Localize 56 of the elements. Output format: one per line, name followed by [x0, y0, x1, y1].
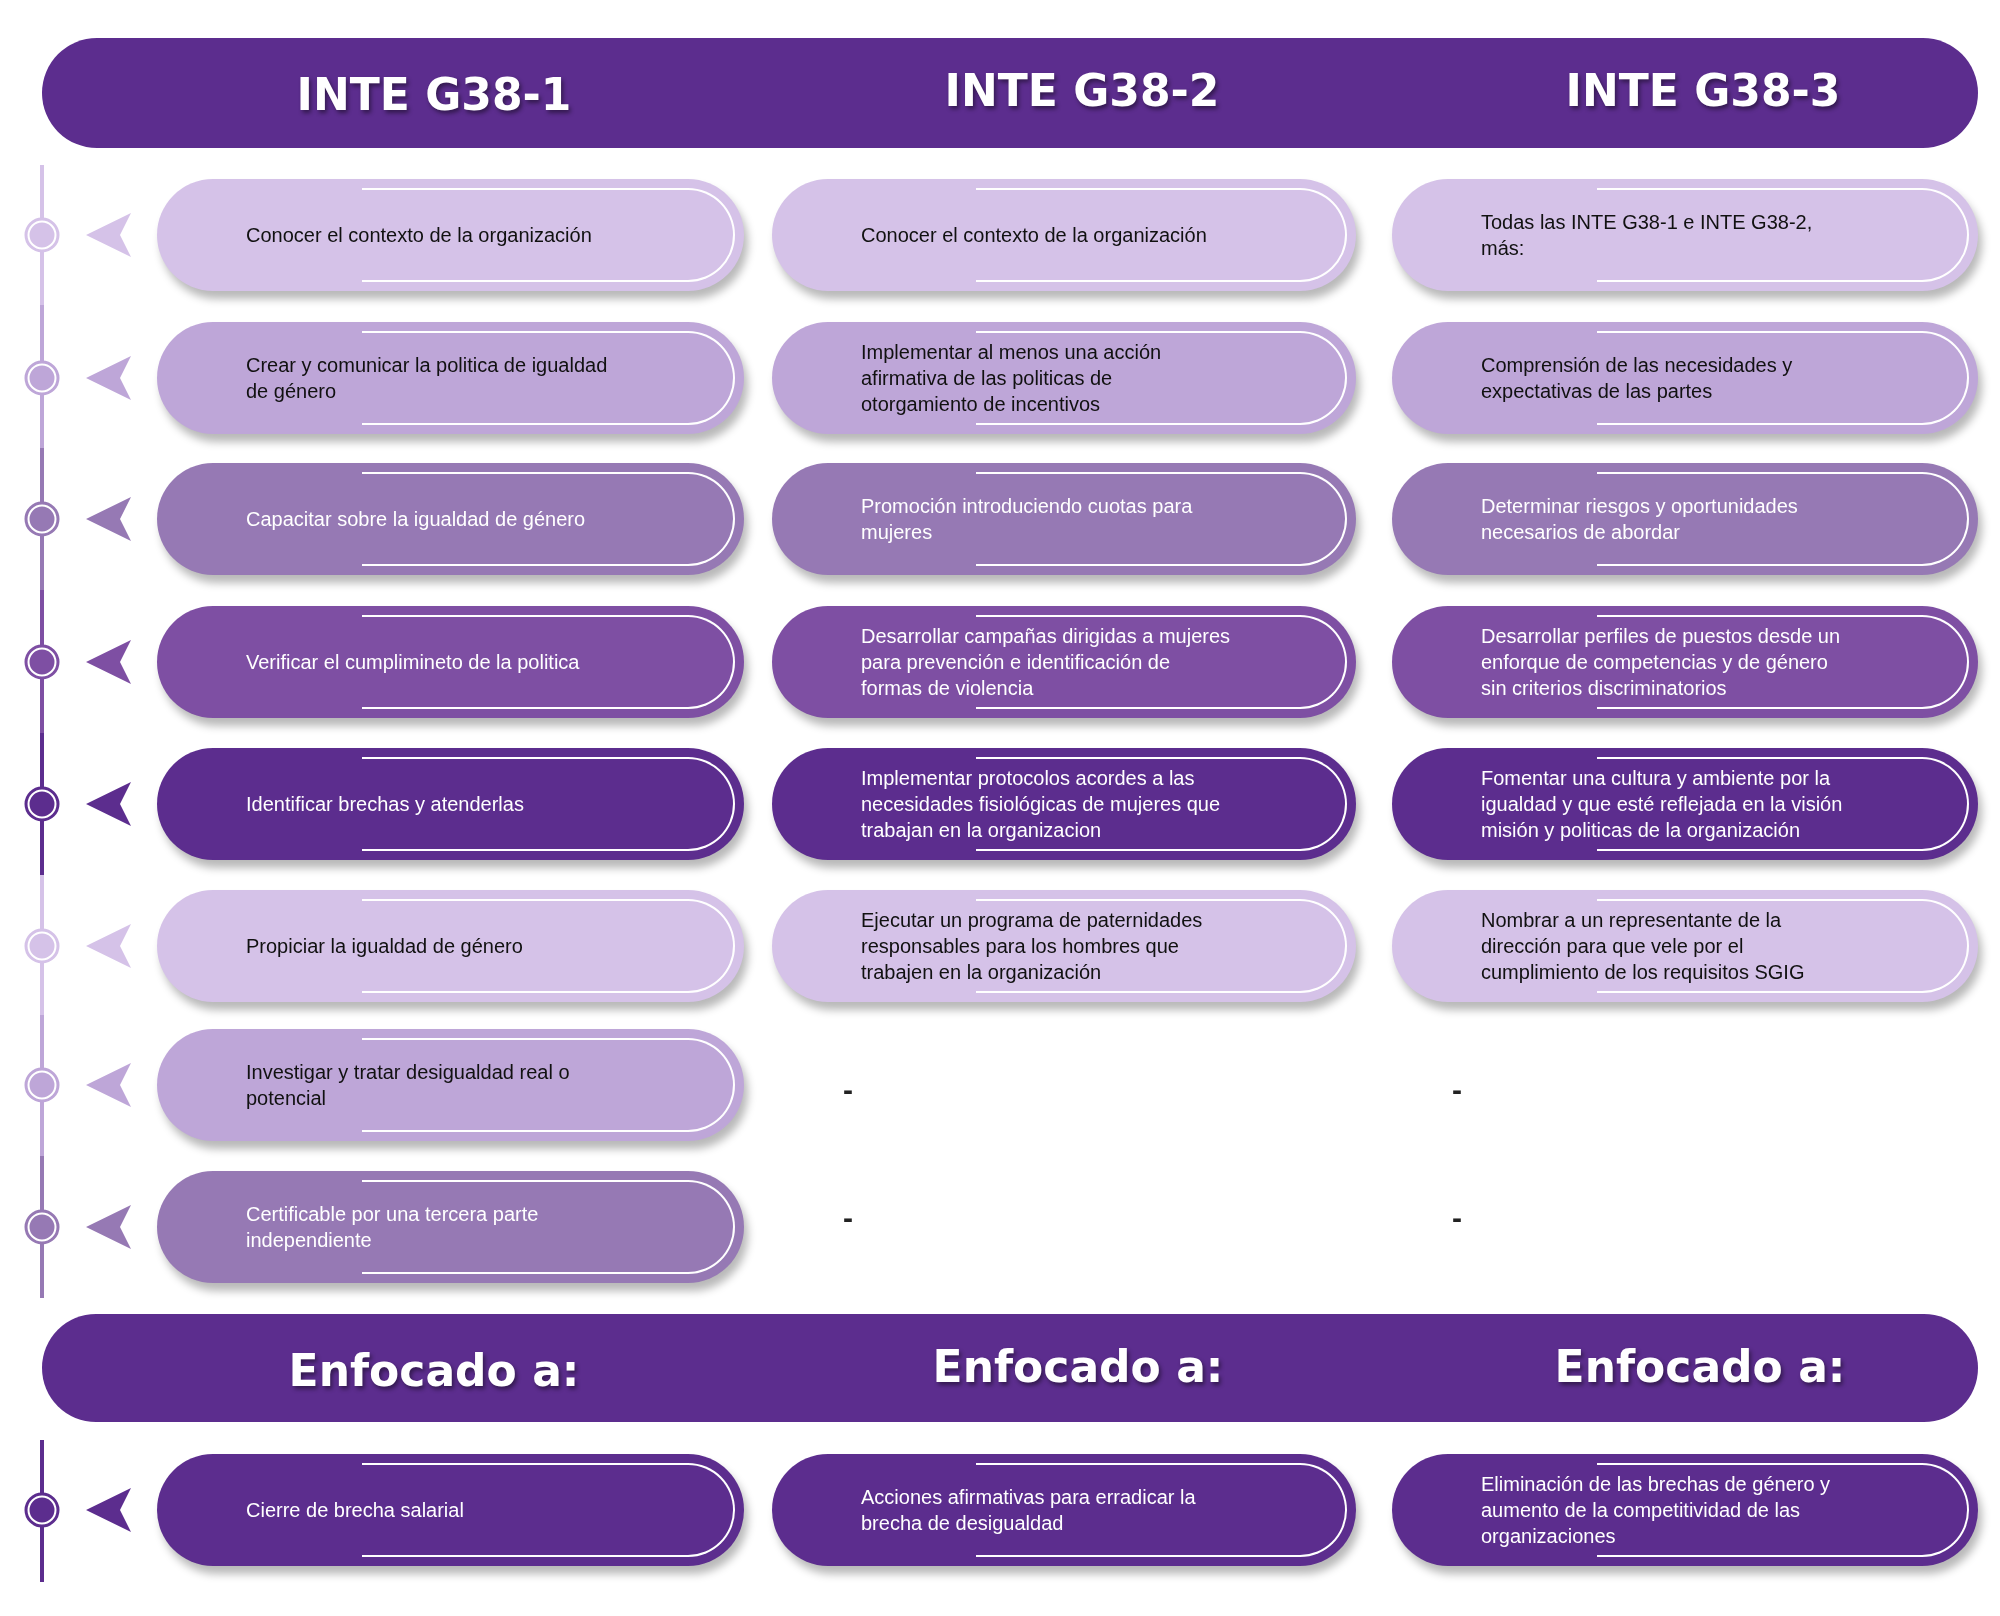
card-text: Certificable por una tercera parte independiente [246, 1202, 540, 1253]
rounded-card [772, 179, 1356, 291]
card-text: Desarrollar perfiles de puestos desde un enforque de competencias y de género sin criterios discriminatorios [1481, 624, 1842, 701]
column-heading: Enfocado a: [288, 1344, 580, 1396]
dash-mark: - [843, 1073, 853, 1107]
rounded-card [772, 748, 1356, 860]
rounded-card [157, 463, 744, 575]
dash-mark: - [1452, 1073, 1462, 1107]
card-text: Determinar riesgos y oportunidades necesarios de abordar [1481, 494, 1799, 545]
card-text: Promoción introduciendo cuotas para mujeres [861, 494, 1194, 545]
card-text: Conocer el contexto de la organización [246, 223, 593, 248]
rounded-card [772, 322, 1356, 434]
card-text: Investigar y tratar desigualdad real o potencial [246, 1060, 571, 1111]
card-text: Conocer el contexto de la organización [861, 223, 1208, 248]
rounded-card [1392, 463, 1978, 575]
card-text: Identificar brechas y atenderlas [246, 792, 525, 817]
rounded-card [157, 179, 744, 291]
card-text: Acciones afirmativas para erradicar la brecha de desigualdad [861, 1485, 1197, 1536]
rounded-card [1392, 748, 1978, 860]
rounded-card [1392, 179, 1978, 291]
rounded-card [157, 1171, 744, 1283]
rounded-card [157, 322, 744, 434]
dash-mark: - [843, 1201, 853, 1235]
rounded-card [772, 1454, 1356, 1566]
rounded-card [1392, 890, 1978, 1002]
column-heading: INTE G38-1 [296, 68, 572, 120]
rounded-card [772, 606, 1356, 718]
card-text: Propiciar la igualdad de género [246, 934, 524, 959]
card-text: Todas las INTE G38-1 e INTE G38-2, más: [1481, 210, 1814, 261]
card-text: Desarrollar campañas dirigidas a mujeres para prevención e identificación de formas de violencia [861, 624, 1231, 701]
card-text: Implementar protocolos acordes a las necesidades fisiológicas de mujeres que trabajan en la organizacion [861, 766, 1222, 843]
column-heading: INTE G38-3 [1565, 64, 1841, 116]
dash-mark: - [1452, 1201, 1462, 1235]
card-text: Comprensión de las necesidades y expectativas de las partes [1481, 353, 1794, 404]
rounded-card [1392, 322, 1978, 434]
rounded-card [772, 463, 1356, 575]
rounded-card [157, 606, 744, 718]
column-heading: Enfocado a: [1554, 1340, 1846, 1392]
column-heading: Enfocado a: [932, 1340, 1224, 1392]
card-text: Eliminación de las brechas de género y aumento de la competitividad de las organizaciones [1481, 1472, 1832, 1549]
card-text: Implementar al menos una acción afirmativa de las politicas de otorgamiento de incentivos [861, 340, 1163, 417]
rounded-card [157, 748, 744, 860]
card-text: Verificar el cumplimineto de la politica [246, 650, 581, 675]
rounded-card [1392, 1454, 1978, 1566]
card-text: Ejecutar un programa de paternidades responsables para los hombres que trabajen en la organización [861, 908, 1204, 985]
rounded-card [157, 1454, 744, 1566]
rounded-card [1392, 606, 1978, 718]
rounded-card [772, 890, 1356, 1002]
card-text: Crear y comunicar la politica de igualdad de género [246, 353, 609, 404]
card-text: Fomentar una cultura y ambiente por la igualdad y que esté reflejada en la visión misión y politicas de la organización [1481, 766, 1844, 843]
card-text: Capacitar sobre la igualdad de género [246, 507, 587, 532]
rounded-card [157, 890, 744, 1002]
card-text: Cierre de brecha salarial [246, 1498, 465, 1523]
rounded-card [157, 1029, 744, 1141]
card-text: Nombrar a un representante de la dirección para que vele por el cumplimiento de los requisitos SGIG [1481, 908, 1806, 985]
column-heading: INTE G38-2 [944, 64, 1220, 116]
